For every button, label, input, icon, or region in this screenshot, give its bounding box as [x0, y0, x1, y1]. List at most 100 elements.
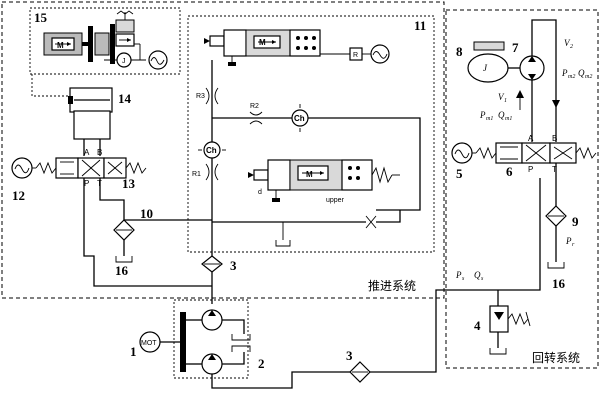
return-filter-9	[545, 205, 567, 227]
symbol-q-m1-sub: m1	[505, 116, 512, 122]
tag-upper: upper	[326, 197, 345, 204]
line-pump-to-filter	[211, 371, 340, 389]
component-16-right-label: 16	[552, 276, 566, 291]
tank-16-left	[115, 256, 133, 263]
symbol-q-s: Q	[474, 270, 481, 280]
motor-load-group-15	[43, 10, 168, 70]
tag-r1: R1	[192, 171, 201, 178]
component-5-label: 5	[456, 166, 463, 181]
tag-m-15: M	[57, 41, 64, 50]
port-b-13: B	[97, 148, 102, 157]
symbol-v1-sub: 1	[504, 98, 507, 104]
symbol-q-m2-sub: m2	[585, 74, 592, 80]
tag-d: d	[258, 189, 262, 196]
symbol-q-m2: Q	[578, 68, 585, 78]
hydraulic-motor-7	[519, 55, 545, 81]
restrictor-r1	[205, 163, 219, 181]
component-11-label: 11	[414, 18, 426, 33]
tank-16-right	[547, 262, 565, 269]
component-6-label: 6	[506, 164, 513, 179]
hydraulic-cylinder-14	[68, 87, 113, 140]
return-filter-10	[113, 219, 135, 241]
pump-upper-arrow	[208, 310, 216, 316]
tag-r-box: R	[353, 52, 358, 59]
tag-r3: R3	[196, 93, 205, 100]
symbol-p-m1-sub: m1	[486, 116, 493, 122]
component-16-left-label: 16	[115, 263, 129, 278]
pressure-filter-3-lower	[349, 361, 371, 383]
rotation-system-title: 回转系统	[532, 350, 580, 365]
component-9-label: 9	[572, 214, 579, 229]
proportional-valve-upper	[204, 29, 390, 66]
component-14-label: 14	[118, 91, 132, 106]
port-t-6: T	[552, 165, 557, 174]
port-p-6: P	[528, 165, 533, 174]
symbol-p-r-sub: r	[572, 242, 575, 248]
pump-lower-tank	[231, 345, 251, 352]
tag-mot: MOT	[141, 340, 157, 347]
line-13-t-filter	[99, 178, 125, 220]
tag-m-11-upper: M	[259, 38, 266, 47]
component-11-boundary	[187, 15, 435, 253]
tag-ch-right: Ch	[294, 114, 305, 123]
pressure-filter-3-upper	[201, 255, 223, 273]
relief-tank	[489, 348, 507, 355]
signal-wave-5	[454, 149, 470, 159]
proportional-valve-lower	[248, 159, 400, 202]
line-13-p-trunk	[83, 178, 212, 287]
component-3-upper-label: 3	[230, 258, 237, 273]
component-1-label: 1	[130, 344, 137, 359]
pump-upper-return	[222, 319, 245, 334]
symbol-p-m1: P	[479, 110, 486, 120]
symbol-q-s-sub: s	[481, 276, 484, 282]
tag-ch-left: Ch	[206, 146, 217, 155]
symbol-p-m2: P	[561, 68, 568, 78]
directional-valve-13	[35, 157, 147, 179]
pump-lower-arrow	[208, 354, 216, 360]
port-b-6: B	[552, 134, 557, 143]
tag-j-15: J	[122, 58, 126, 65]
drain-tank-11	[275, 240, 291, 247]
symbol-p-r: P	[565, 236, 572, 246]
component-15-label: 15	[34, 10, 48, 25]
symbol-v2-sub: 2	[570, 44, 573, 50]
link-15-14	[31, 74, 78, 97]
component-7-label: 7	[512, 40, 519, 55]
symbol-p-s: P	[455, 270, 462, 280]
rotation-system-boundary	[445, 9, 599, 369]
symbol-v2: V	[564, 38, 571, 48]
rotary-load-8: J	[467, 41, 520, 83]
restrictor-r3	[205, 87, 219, 105]
tag-r2: R2	[250, 103, 259, 110]
symbol-p-m2-sub: m2	[568, 74, 575, 80]
line-to-valve-6	[370, 178, 541, 373]
symbol-p-s-sub: s	[462, 276, 465, 282]
component-4-label: 4	[474, 318, 481, 333]
component-3-lower-label: 3	[346, 348, 353, 363]
branch-needle-return	[376, 210, 401, 223]
restrictor-r2	[249, 111, 263, 125]
pump-upper-tank	[231, 334, 251, 341]
branch-right-line	[308, 117, 421, 211]
directional-valve-6	[475, 142, 597, 164]
flow-arrow-down	[552, 100, 560, 108]
component-2-label: 2	[258, 356, 265, 371]
relief-valve-4	[489, 305, 531, 333]
port-p-13: P	[84, 179, 89, 188]
port-a-13: A	[84, 148, 90, 157]
pump-group-boundary	[173, 299, 249, 379]
component-12-label: 12	[12, 188, 25, 203]
svg-text:J: J	[483, 63, 488, 73]
symbol-v1: V	[498, 92, 505, 102]
chamber-left	[203, 141, 221, 159]
flow-arrow-up	[516, 90, 524, 98]
port-a-6: A	[528, 134, 534, 143]
component-13-label: 13	[122, 176, 136, 191]
pump-lower-return	[222, 352, 245, 365]
component-8-label: 8	[456, 44, 463, 59]
coupling-1	[180, 312, 186, 372]
component-10-label: 10	[140, 206, 153, 221]
line-motor-b	[531, 19, 557, 142]
